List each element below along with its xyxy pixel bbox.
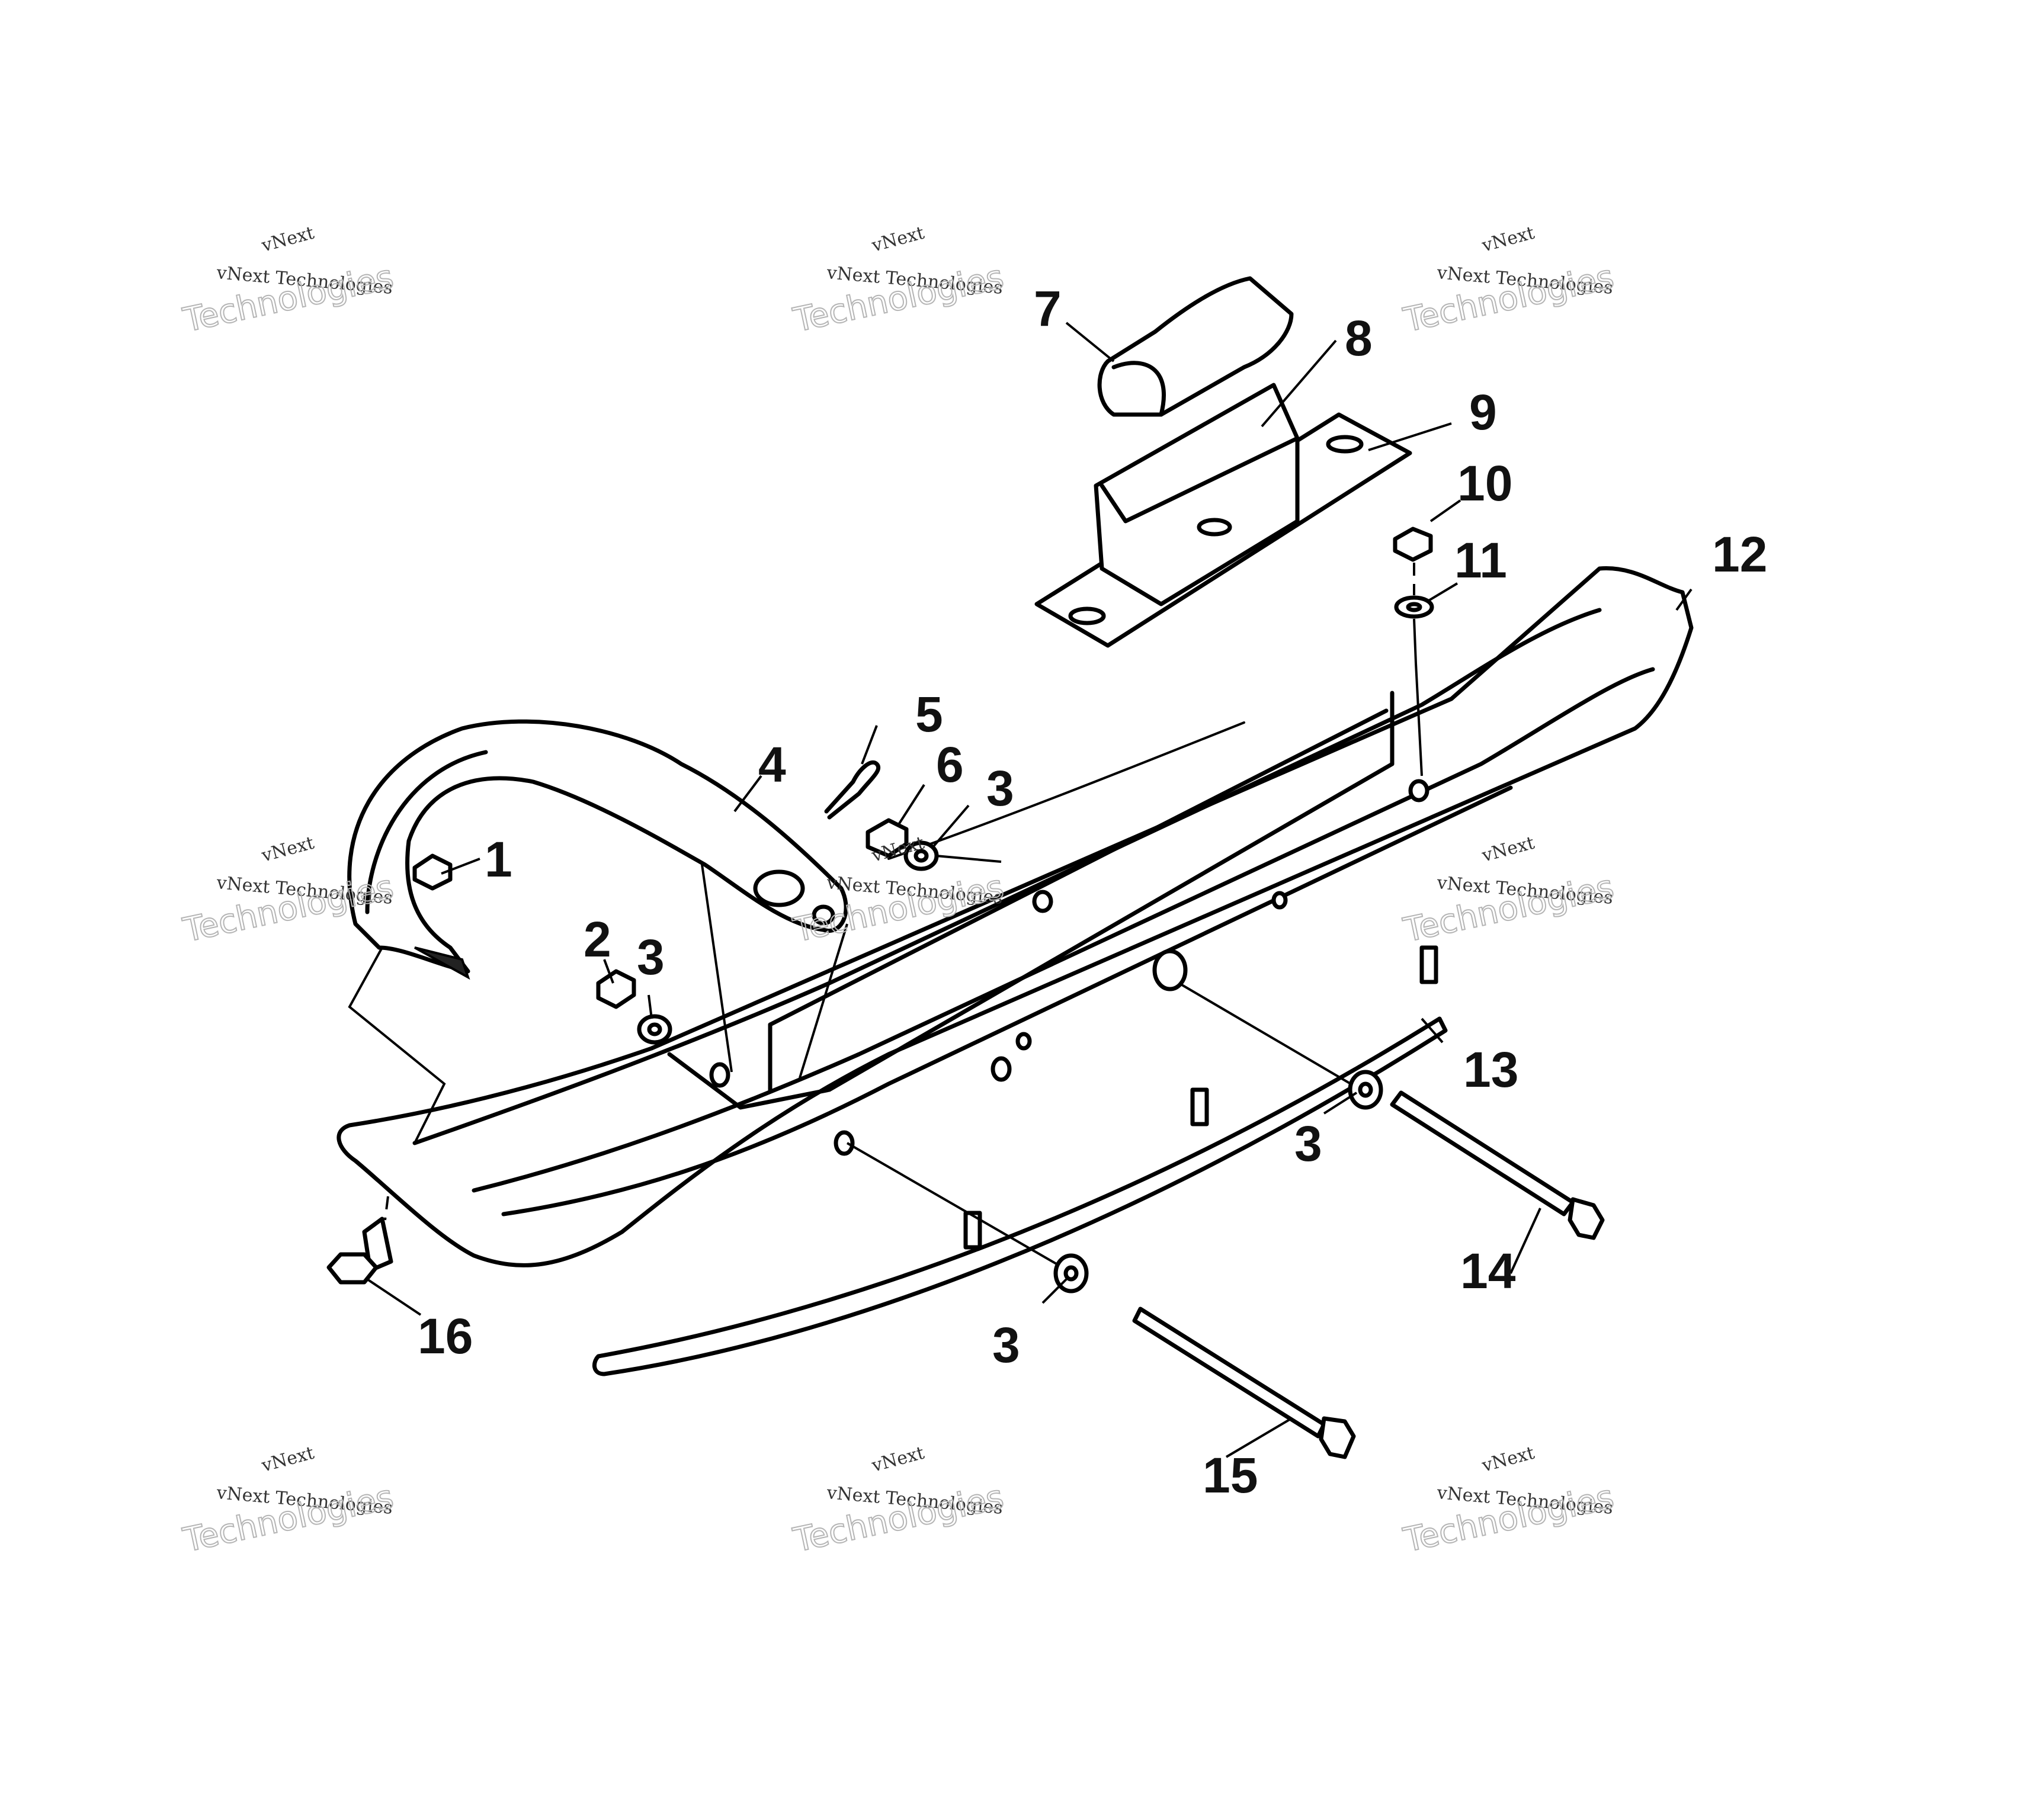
svg-text:vNext: vNext: [259, 1443, 316, 1476]
nut-2: [596, 969, 636, 1009]
wear-bar-stud: [1190, 1087, 1209, 1126]
handle-slot: [753, 869, 805, 907]
watermark: vNext vNext Technologies Technologies: [789, 1443, 1007, 1561]
handle-hole: [812, 904, 835, 926]
callout-3-right: 3: [1294, 1116, 1322, 1171]
ski-saddle-assembly: [1034, 276, 1412, 648]
watermark: vNext vNext Technologies Technologies: [179, 1443, 397, 1561]
handle-nut: [412, 853, 453, 891]
wear-bar-stud: [1419, 945, 1438, 984]
callout-11: 11: [1454, 532, 1507, 588]
cotter-pin: [824, 760, 881, 820]
ski-hole: [1032, 890, 1053, 913]
svg-text:vNext: vNext: [1479, 833, 1537, 866]
ski-hole: [991, 1056, 1012, 1082]
callout-14: 14: [1460, 1243, 1516, 1299]
plate-slot: [1326, 435, 1364, 454]
callout-9: 9: [1469, 384, 1497, 440]
bolt-15: [1132, 1307, 1356, 1459]
callout-5: 5: [915, 686, 943, 742]
callout-6: 6: [936, 737, 964, 792]
callout-15: 15: [1203, 1447, 1258, 1503]
svg-text:vNext: vNext: [1479, 1443, 1537, 1476]
callout-7: 7: [1034, 281, 1062, 336]
bolt-16: [326, 1196, 393, 1285]
saddle-block: [1097, 276, 1294, 417]
saddle-channel: [1094, 383, 1300, 606]
callout-leaders: [366, 322, 1693, 1458]
callout-3-upper: 3: [986, 760, 1014, 816]
channel-slot: [1197, 518, 1232, 537]
svg-text:vNext: vNext: [869, 1443, 927, 1476]
callout-4: 4: [758, 737, 786, 792]
callout-12: 12: [1712, 527, 1767, 582]
ski-hole: [1271, 891, 1288, 910]
svg-text:vNext: vNext: [869, 223, 927, 256]
nut-10: [1393, 527, 1433, 562]
callout-labels: 1 2 3 4 5 6 3 7 8 9 10 11 12 13 3 14 3 1…: [418, 281, 1767, 1503]
ski-hole: [1152, 949, 1188, 991]
svg-text:vNext: vNext: [259, 833, 316, 866]
callout-8: 8: [1345, 310, 1373, 366]
watermark: vNext vNext Technologies Technologies: [179, 223, 397, 341]
watermark: vNext vNext Technologies Technologies: [1399, 833, 1617, 951]
ski-hole: [1408, 779, 1429, 803]
svg-text:vNext: vNext: [1479, 223, 1537, 256]
ski-hole: [1015, 1032, 1032, 1051]
ski-body: [336, 566, 1694, 1267]
callout-3: 3: [637, 929, 665, 985]
castle-nut: [866, 818, 909, 858]
callout-10: 10: [1457, 455, 1512, 511]
watermark: vNext vNext Technologies Technologies: [789, 223, 1007, 341]
ski-hole: [709, 1062, 730, 1088]
callout-16: 16: [418, 1308, 473, 1364]
watermark: vNext vNext Technologies Technologies: [1399, 223, 1617, 341]
callout-3-lower: 3: [992, 1317, 1020, 1373]
bolt-14: [1390, 1090, 1605, 1240]
plate-slot: [1068, 606, 1106, 625]
ski-hole: [834, 1130, 855, 1156]
watermark: vNext vNext Technologies Technologies: [1399, 1443, 1617, 1561]
ski-loop-handle: [347, 719, 848, 1144]
callout-2: 2: [584, 911, 611, 967]
callout-13: 13: [1463, 1042, 1518, 1097]
callout-1: 1: [485, 832, 512, 887]
wear-bar-stud: [963, 1211, 982, 1250]
svg-text:vNext: vNext: [259, 223, 316, 256]
